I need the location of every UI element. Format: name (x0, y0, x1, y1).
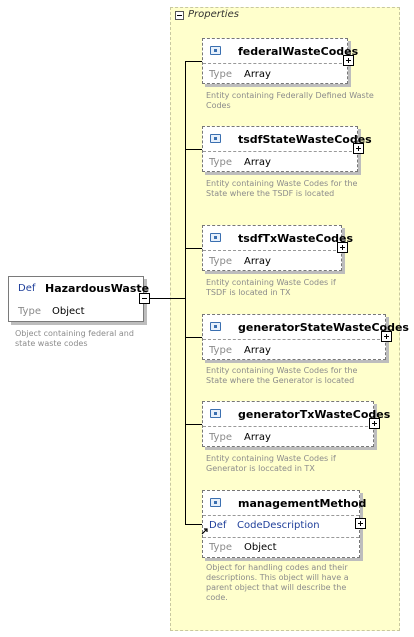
divider (203, 339, 385, 340)
property-description: Entity containing Waste Codes for the St… (206, 366, 358, 385)
type-keyword: Type (18, 306, 41, 317)
property-description: Entity containing Federally Defined Wast… (206, 91, 374, 110)
branch-connector (185, 61, 202, 62)
def-value[interactable]: CodeDescription (237, 520, 320, 531)
divider (203, 537, 359, 538)
element-icon (210, 233, 221, 242)
property-box-generatorTxWasteCodes[interactable]: generatorTxWasteCodes Type Array (202, 401, 390, 447)
collapse-group-icon[interactable] (175, 11, 184, 20)
type-keyword: Type (209, 432, 232, 443)
divider (203, 63, 347, 64)
element-icon (210, 498, 221, 507)
group-title: Properties (188, 9, 239, 20)
property-name: generatorTxWasteCodes (238, 408, 391, 421)
property-description: Entity containing Waste Codes if Generat… (206, 454, 336, 473)
expand-icon[interactable] (381, 331, 392, 342)
type-value: Object (52, 306, 85, 317)
type-keyword: Type (209, 345, 232, 356)
type-keyword: Type (209, 256, 232, 267)
element-icon (210, 134, 221, 143)
divider (203, 250, 341, 251)
collapse-root-icon[interactable] (139, 293, 150, 304)
property-name: tsdfTxWasteCodes (238, 232, 354, 245)
branch-connector (185, 149, 202, 150)
type-keyword: Type (209, 542, 232, 553)
branch-connector (185, 524, 202, 525)
type-keyword: Type (209, 69, 232, 80)
type-value: Array (244, 157, 271, 168)
vertical-connector (185, 61, 186, 524)
reference-arrow-icon (201, 520, 209, 535)
property-name: tsdfStateWasteCodes (238, 133, 372, 146)
property-name: generatorStateWasteCodes (238, 321, 409, 334)
branch-connector (185, 337, 202, 338)
type-value: Array (244, 432, 271, 443)
root-connector (150, 298, 185, 299)
property-name: managementMethod (238, 497, 367, 510)
expand-icon[interactable] (369, 418, 380, 429)
property-box-tsdfStateWasteCodes[interactable]: tsdfStateWasteCodes Type Array (202, 126, 372, 172)
expand-icon[interactable] (337, 242, 348, 253)
branch-connector (185, 248, 202, 249)
property-description: Entity containing Waste Codes for the St… (206, 179, 358, 198)
property-description: Entity containing Waste Codes if TSDF is… (206, 278, 336, 297)
property-box-generatorStateWasteCodes[interactable]: generatorStateWasteCodes Type Array (202, 314, 409, 360)
root-element-box[interactable]: Def HazardousWaste Type Object (8, 276, 149, 322)
element-icon (210, 409, 221, 418)
property-box-federalWasteCodes[interactable]: federalWasteCodes Type Array (202, 38, 358, 84)
divider (203, 151, 357, 152)
divider (203, 515, 359, 516)
element-icon (210, 46, 221, 55)
expand-icon[interactable] (353, 143, 364, 154)
type-value: Array (244, 69, 271, 80)
root-description: Object containing federal and state wast… (15, 329, 134, 348)
expand-icon[interactable] (355, 518, 366, 529)
type-value: Array (244, 345, 271, 356)
branch-connector (185, 424, 202, 425)
property-name: federalWasteCodes (238, 45, 359, 58)
divider (203, 426, 373, 427)
property-box-tsdfTxWasteCodes[interactable]: tsdfTxWasteCodes Type Array (202, 225, 353, 271)
def-keyword: Def (209, 520, 227, 531)
type-value: Array (244, 256, 271, 267)
type-keyword: Type (209, 157, 232, 168)
element-icon (210, 322, 221, 331)
property-box-managementMethod[interactable]: managementMethod Def CodeDescription Typ… (202, 490, 366, 558)
root-element-name: HazardousWaste (45, 282, 150, 295)
type-value: Object (244, 542, 277, 553)
expand-icon[interactable] (343, 55, 354, 66)
def-keyword: Def (18, 283, 36, 294)
property-description: Object for handling codes and their desc… (206, 563, 349, 602)
